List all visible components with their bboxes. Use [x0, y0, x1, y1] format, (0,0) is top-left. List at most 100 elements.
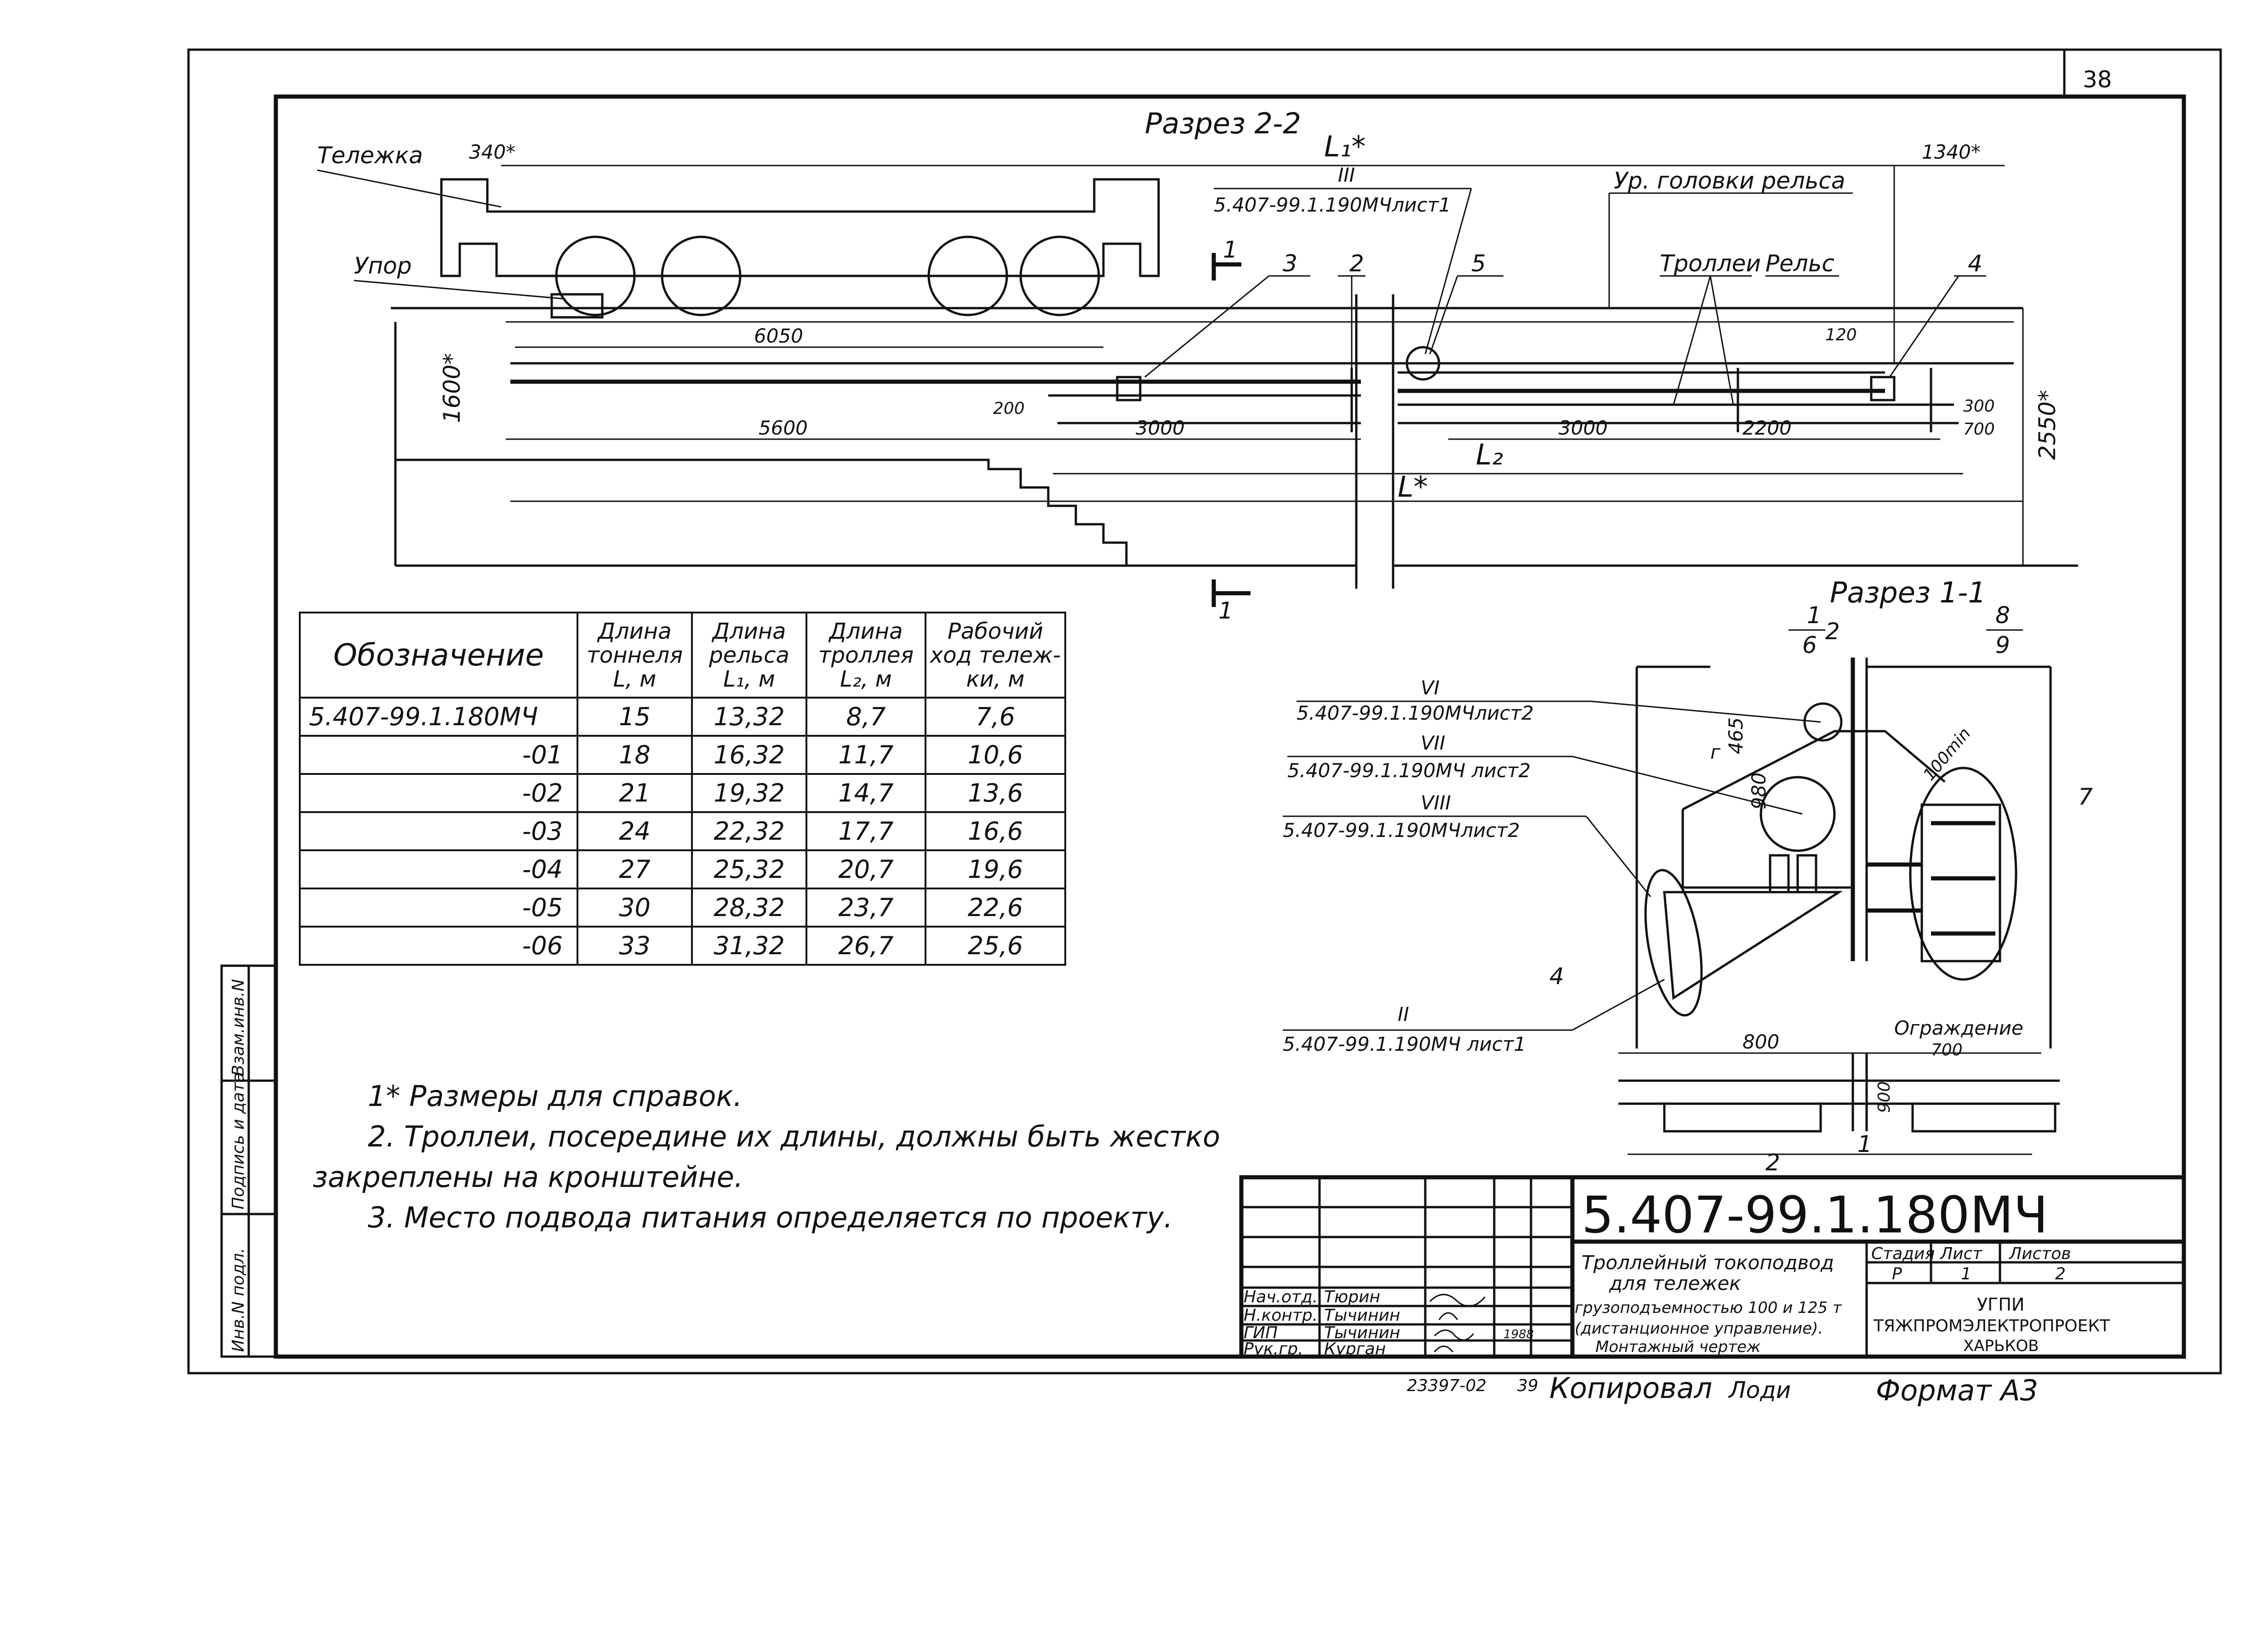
- cell-tunnel: 24: [577, 811, 693, 851]
- strip-inv: Инв.N подл.: [229, 1248, 248, 1352]
- section-mark-bottom: 1: [1218, 597, 1233, 624]
- cell-trolley: 17,7: [806, 811, 926, 851]
- row-code: -03: [299, 811, 578, 851]
- ref-vi-sheet: 5.407-99.1.190МЧлист2: [1297, 702, 1534, 724]
- callout-s1-6: 6: [1802, 632, 1817, 659]
- label-trolleys: Троллеи: [1660, 250, 1761, 277]
- table-row: -06 33 31,32 26,7 25,6: [299, 925, 1066, 966]
- callout-5: 5: [1471, 250, 1486, 277]
- inner-frame: [274, 94, 2186, 1359]
- cell-rail: 28,32: [691, 887, 807, 928]
- cell-tunnel: 30: [577, 887, 693, 928]
- ref-viii-roman: VIII: [1421, 791, 1451, 814]
- role-1: Нач.отд.: [1244, 1288, 1318, 1306]
- callout-s1-7: 7: [2078, 784, 2093, 810]
- footer-copier-sign: Лоди: [1728, 1377, 1791, 1404]
- cell-tunnel: 15: [577, 697, 693, 737]
- signatures: [1429, 1294, 1486, 1352]
- table-row: -01 18 16,32 11,7 10,6: [299, 735, 1066, 775]
- dim-5600: 5600: [759, 417, 808, 439]
- table-row: 5.407-99.1.180МЧ 15 13,32 8,7 7,6: [299, 697, 1066, 737]
- name-1: Тюрин: [1324, 1288, 1380, 1306]
- role-3: ГИП: [1244, 1323, 1278, 1342]
- strip-vzam: Взам.инв.N: [229, 979, 248, 1076]
- ref-vii-roman: VII: [1421, 732, 1445, 754]
- row-code: -04: [299, 849, 578, 889]
- note-3: 3. Место подвода питания определяется по…: [368, 1201, 1173, 1234]
- label-g: г: [1710, 741, 1721, 763]
- strip-sign: Подпись и дата: [229, 1072, 248, 1209]
- wheel-3: [927, 235, 1008, 316]
- role-2: Н.контр.: [1244, 1306, 1318, 1325]
- trolley-body: [440, 178, 1160, 277]
- ref-vi-roman: VI: [1421, 676, 1440, 699]
- footer-page: 39: [1517, 1376, 1538, 1395]
- label-ref-roman: III: [1338, 164, 1355, 186]
- row-code: -01: [299, 735, 578, 775]
- dim-2550: 2550*: [2034, 390, 2061, 460]
- name-2: Тычинин: [1324, 1306, 1400, 1325]
- detail-circle-5: [1405, 346, 1440, 381]
- footer-order: 23397-02: [1407, 1376, 1486, 1395]
- label-fence: Ограждение: [1894, 1017, 2023, 1039]
- callout-3: 3: [1283, 250, 1297, 277]
- cell-trolley: 11,7: [806, 735, 926, 775]
- org-line-2: ТЯЖПРОМЭЛЕКТРОПРОЕКТ: [1873, 1317, 2110, 1335]
- cell-stroke: 13,6: [925, 773, 1066, 814]
- dim-465: 465: [1725, 717, 1747, 754]
- section-2-2-title: Разрез 2-2: [1145, 107, 1301, 140]
- row-code: -05: [299, 887, 578, 928]
- callout-2: 2: [1349, 250, 1364, 277]
- table-row: -05 30 28,32 23,7 22,6: [299, 887, 1066, 928]
- notes: 1* Размеры для справок. 2. Троллеи, посе…: [313, 1076, 1278, 1238]
- cell-trolley: 8,7: [806, 697, 926, 737]
- label-l1: L₁*: [1324, 130, 1365, 163]
- axis-mark-2: 2: [1765, 1149, 1780, 1176]
- cell-rail: 13,32: [691, 697, 807, 737]
- note-2: 2. Троллеи, посередине их длины, должны …: [368, 1120, 1220, 1153]
- row-code: -02: [299, 773, 578, 814]
- col-tunnel-length: Длина тоннеля L, м: [577, 611, 693, 699]
- ref-viii-sheet: 5.407-99.1.190МЧлист2: [1283, 819, 1520, 842]
- title-line-4: (дистанционное управление).: [1575, 1319, 1823, 1338]
- callout-s1-8: 8: [1995, 602, 2010, 629]
- label-rail: Рельс: [1765, 250, 1834, 277]
- sign-date: 1988: [1503, 1328, 1534, 1341]
- lengths-table: Обозначение Длина тоннеля L, м Длина рел…: [299, 611, 1066, 966]
- cell-tunnel: 21: [577, 773, 693, 814]
- label-rail-head-level: Ур. головки рельса: [1614, 167, 1845, 194]
- label-l: L*: [1398, 470, 1428, 504]
- col-trolley-length: Длина троллея L₂, м: [806, 611, 926, 699]
- label-stop: Упор: [354, 252, 412, 279]
- ref-ii-roman: II: [1398, 1003, 1409, 1025]
- cell-rail: 22,32: [691, 811, 807, 851]
- cell-stroke: 7,6: [925, 697, 1066, 737]
- axis-mark-1: 1: [1857, 1131, 1872, 1157]
- stop-block: [550, 293, 604, 319]
- org-line-3: ХАРЬКОВ: [1963, 1337, 2039, 1355]
- dim-3000-b: 3000: [1559, 417, 1608, 439]
- section-1-1-title: Разрез 1-1: [1830, 576, 1986, 609]
- label-l2: L₂: [1476, 438, 1503, 471]
- dim-1600: 1600*: [439, 353, 465, 423]
- section-1-1: Разрез 1-1 1 6 2 8 9 7 4 VI 5.407-99.1.1…: [1283, 576, 2093, 1176]
- dim-1340: 1340*: [1922, 141, 1981, 163]
- outer-frame: [187, 48, 2222, 1375]
- sheet-header: Лист: [1939, 1244, 1982, 1263]
- dim-3000-a: 3000: [1136, 417, 1185, 439]
- cell-trolley: 26,7: [806, 925, 926, 966]
- dim-340: 340*: [469, 141, 515, 163]
- col-working-stroke: Рабочий ход тележ-ки, м: [925, 611, 1066, 699]
- cell-rail: 16,32: [691, 735, 807, 775]
- label-trolley: Тележка: [317, 142, 423, 169]
- title-line-1: Троллейный токоподвод: [1582, 1251, 1834, 1274]
- stage-value: Р: [1892, 1265, 1902, 1283]
- cell-stroke: 22,6: [925, 887, 1066, 928]
- title-line-2: для тележек: [1609, 1272, 1741, 1295]
- dim-300: 300: [1963, 397, 1995, 416]
- role-4: Рук.гр.: [1244, 1340, 1303, 1358]
- dim-800: 800: [1742, 1031, 1779, 1053]
- dim-700: 700: [1963, 420, 1995, 439]
- dim-6050: 6050: [754, 325, 803, 347]
- footer-copied: Копировал: [1549, 1371, 1712, 1405]
